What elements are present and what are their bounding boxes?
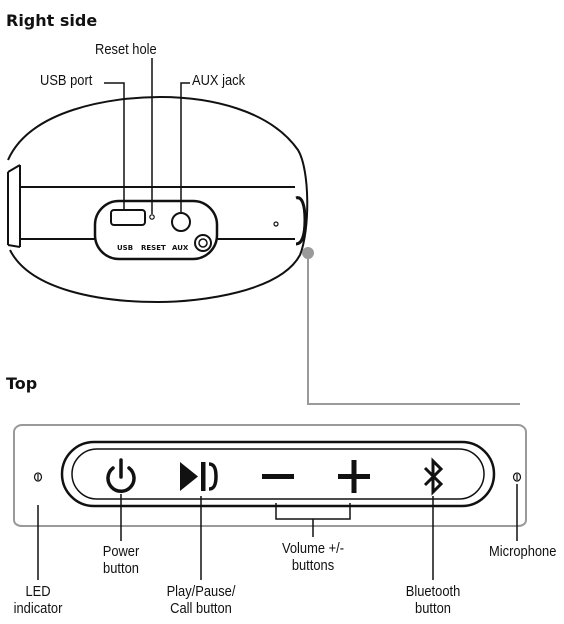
aux-jack [171,212,191,232]
speaker-body-side [7,95,309,304]
aux-print: AUX [172,244,189,252]
port-panel [93,199,219,261]
power-icon [106,458,136,493]
right-side-heading: Right side [6,11,98,30]
top-heading: Top [6,374,38,393]
control-panel [60,440,496,508]
view-connector [13,247,527,527]
led-indicator [33,472,43,482]
microphone-label: Microphone [489,543,557,560]
reset-hole-label: Reset hole [95,41,157,58]
play-pause-call-label: Play/Pause/Call button [166,583,236,617]
side-leaders [104,58,190,214]
top-leaders [37,484,518,580]
usb-port [110,209,146,226]
reset-hole [149,214,155,220]
reset-print: RESET [141,244,166,252]
volume-minus-icon [262,474,294,479]
bluetooth-icon [423,457,444,496]
usb-print: USB [117,244,133,252]
usb-port-label: USB port [40,72,93,89]
play-pause-call-icon [180,462,218,491]
volume-buttons-label: Volume +/-buttons [281,540,345,574]
aux-jack-label: AUX jack [192,72,246,89]
microphone [512,472,522,482]
volume-plus-icon [338,460,370,493]
